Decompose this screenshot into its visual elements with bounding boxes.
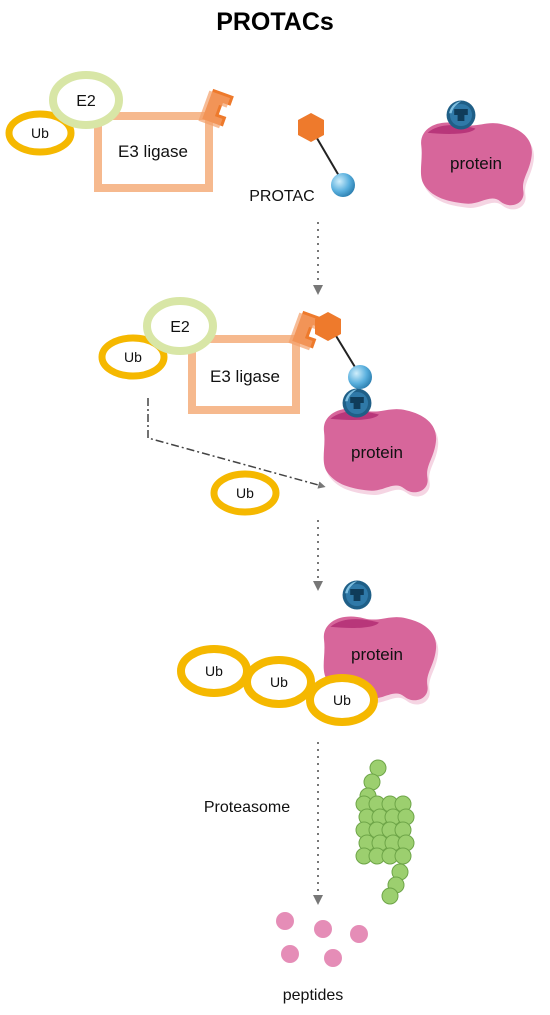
proteasome-subunit (394, 847, 412, 865)
page-title: PROTACs (216, 8, 334, 36)
ub-label: Ub (205, 663, 223, 679)
ub-label: Ub (270, 674, 288, 690)
protein-2: protein (323, 388, 439, 497)
ub-ring-chain-1: Ub (177, 645, 251, 697)
e2-label: E2 (76, 93, 96, 110)
proteasome (355, 759, 415, 905)
proteasome-subunit (363, 773, 381, 791)
protein-label: protein (351, 645, 403, 664)
e2-label: E2 (170, 319, 190, 336)
e3-recognition-clamp-1 (198, 88, 234, 129)
e3-ligase-box-2: E3 ligase (188, 335, 300, 414)
protac-label: PROTAC (249, 188, 314, 205)
e3-ligase-label: E3 ligase (210, 367, 280, 386)
protein-label: protein (450, 154, 502, 173)
proteasome-subunit (381, 887, 399, 905)
protein-3: protein (323, 580, 439, 705)
ub-label: Ub (124, 349, 142, 365)
peptide (324, 949, 342, 967)
e2-ring-2: E2 (143, 297, 217, 355)
ub-transfer-arrow (147, 398, 326, 489)
ub-label: Ub (31, 125, 49, 141)
peptides (276, 912, 368, 967)
proteasome-label: Proteasome (204, 799, 290, 816)
ub-ring-chain-3: Ub (306, 674, 378, 726)
protac-bound (315, 312, 372, 389)
peptide (314, 920, 332, 938)
e2-ring-1: E2 (49, 71, 123, 129)
peptide (276, 912, 294, 930)
peptides-label: peptides (283, 987, 344, 1004)
ub-ring-2: Ub (98, 334, 168, 380)
protac-molecule: PROTAC (249, 113, 355, 205)
e3-ligase-label: E3 ligase (118, 142, 188, 161)
ub-ring-chain-2: Ub (243, 656, 315, 708)
ub-ring-1: Ub (5, 110, 75, 156)
ub-label: Ub (333, 692, 351, 708)
peptide (281, 945, 299, 963)
ub-ring-free: Ub (210, 470, 280, 516)
e3-ligase-box-1: E3 ligase (94, 112, 213, 192)
peptide (350, 925, 368, 943)
ub-label: Ub (236, 485, 254, 501)
protein-1: protein (420, 100, 534, 210)
ub-chain: Ub Ub Ub (177, 645, 378, 726)
protein-label: protein (351, 443, 403, 462)
